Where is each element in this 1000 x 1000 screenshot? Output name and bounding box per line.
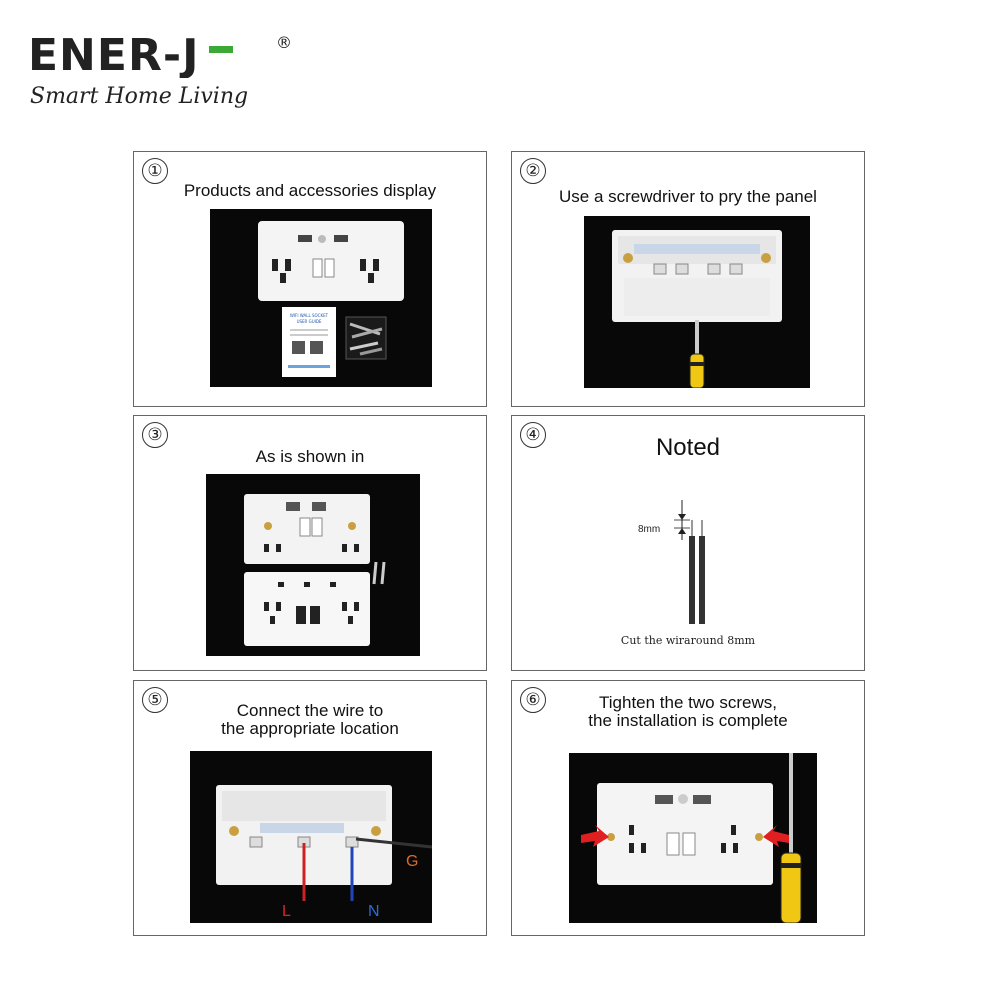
step-6-caption-line-1: Tighten the two screws,	[599, 693, 777, 712]
step-2-number: ②	[520, 158, 546, 184]
screws-pack-icon	[345, 316, 387, 360]
arrow-icon	[581, 825, 609, 847]
screw-icon	[380, 561, 386, 585]
step-3-caption: As is shown in	[255, 447, 365, 466]
ener-j-logo: ENER-J ®	[28, 30, 293, 78]
step-6-number: ⑥	[520, 687, 546, 713]
step-5-number: ⑤	[142, 687, 168, 713]
step-2-photo	[584, 216, 810, 388]
step-5-caption-line-1: Connect the wire to	[236, 701, 384, 720]
brand-header: ENER-J ® Smart Home Living	[28, 28, 328, 118]
screwdriver-icon	[689, 353, 705, 388]
step-3-number: ③	[142, 422, 168, 448]
usb-port-icon	[693, 795, 711, 804]
usb-port-icon	[334, 235, 348, 242]
step-3-photo	[206, 474, 420, 656]
step-2-panel: ② Use a screwdriver to pry the panel	[511, 151, 865, 407]
noted-title: Noted	[655, 434, 721, 461]
step-5-caption-line-2: the appropriate location	[221, 719, 399, 738]
indicator-light	[318, 235, 326, 243]
usb-port-icon	[655, 795, 673, 804]
step-4-number: ④	[520, 422, 546, 448]
neutral-label: N	[368, 903, 380, 920]
live-label: L	[282, 903, 291, 920]
step-1-photo: WIFI WALL SOCKET USER GUIDE	[210, 209, 432, 387]
step-6-photo	[569, 753, 817, 923]
tighten-screws-illustration	[581, 753, 802, 923]
step-1-number: ①	[142, 158, 168, 184]
switch-icon	[312, 258, 323, 278]
screwdriver-icon	[780, 852, 802, 923]
screw-icon	[607, 833, 615, 841]
logo-green-dash	[209, 46, 233, 53]
step-1-caption: Products and accessories display	[183, 181, 437, 200]
manual-line-2: USER GUIDE	[297, 319, 322, 324]
step-5-panel: ⑤ Connect the wire to the appropriate lo…	[133, 680, 487, 936]
step-1-panel: ① Products and accessories display WIFI …	[133, 151, 487, 407]
wire-icon	[689, 536, 695, 624]
brand-tagline: Smart Home Living	[30, 84, 249, 109]
manual-line-1: WIFI WALL SOCKET	[290, 313, 329, 318]
front-faceplate	[244, 572, 370, 646]
usb-port-icon	[298, 235, 312, 242]
logo-text: ENER-J	[28, 30, 199, 78]
registered-mark: ®	[276, 33, 293, 52]
switch-icon	[324, 258, 335, 278]
wire-icon	[699, 536, 705, 624]
cut-wire-note: Cut the wiraround 8mm	[620, 634, 756, 647]
separated-panels-illustration	[244, 494, 386, 646]
step-6-panel: ⑥ Tighten the two screws, the installati…	[511, 680, 865, 936]
step-6-caption-line-2: the installation is complete	[588, 711, 788, 730]
qr-code-icon	[292, 341, 305, 354]
screw-icon	[372, 561, 378, 585]
step-2-caption: Use a screwdriver to pry the panel	[559, 187, 817, 206]
wiring-illustration: L N G	[216, 785, 432, 920]
arrow-icon	[763, 825, 789, 847]
step-4-panel: ④ Noted 8mm Cut the wiraround 8mm	[511, 415, 865, 671]
pry-panel-illustration	[612, 230, 782, 388]
wire-strip-diagram	[674, 500, 705, 624]
step-3-panel: ③ As is shown in	[133, 415, 487, 671]
screw-icon	[755, 833, 763, 841]
ground-wire	[355, 837, 432, 849]
qr-code-icon	[310, 341, 323, 354]
ground-label: G	[406, 853, 418, 870]
step-5-photo: L N G	[190, 751, 432, 923]
products-illustration: WIFI WALL SOCKET USER GUIDE	[258, 221, 404, 377]
dimension-label: 8mm	[638, 524, 661, 535]
